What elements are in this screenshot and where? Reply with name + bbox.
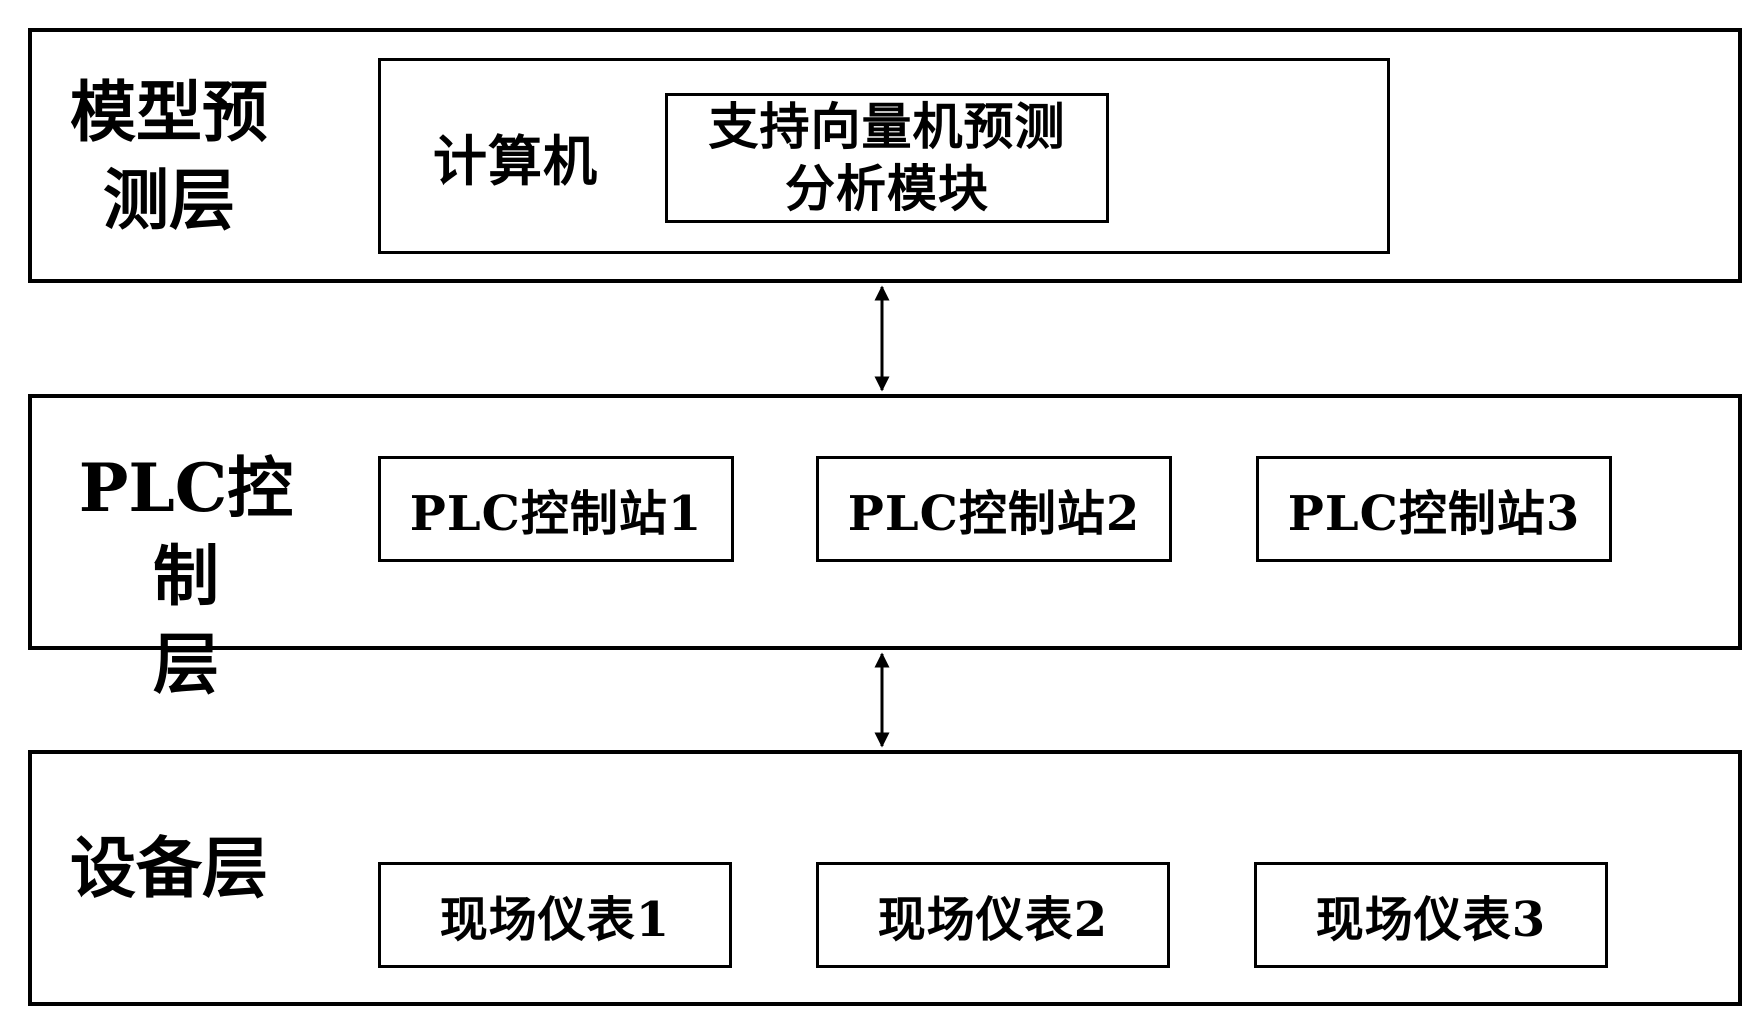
layer-label-model: 模型预 测层 (70, 73, 268, 239)
plc-station-3: PLC控制站3 (1256, 456, 1612, 562)
computer-label: 计算机 (433, 129, 598, 193)
plc-control-layer: PLC控制 层 PLC控制站1 PLC控制站2 PLC控制站3 (28, 394, 1742, 703)
computer-box: 计算机 支持向量机预测 分析模块 (378, 58, 1390, 254)
field-instrument-1: 现场仪表1 (378, 862, 732, 968)
field-instrument-3: 现场仪表3 (1254, 862, 1608, 968)
device-layer: 设备层 现场仪表1 现场仪表2 现场仪表3 (28, 750, 1742, 1006)
plc-station-2: PLC控制站2 (816, 456, 1172, 562)
plc-station-1: PLC控制站1 (378, 456, 734, 562)
layer-label-device: 设备层 (70, 829, 268, 907)
model-prediction-layer: 模型预 测层 计算机 支持向量机预测 分析模块 (28, 28, 1742, 283)
svm-prediction-module: 支持向量机预测 分析模块 (665, 93, 1109, 223)
field-instrument-2: 现场仪表2 (816, 862, 1170, 968)
layer-label-plc: PLC控制 层 (78, 449, 294, 703)
